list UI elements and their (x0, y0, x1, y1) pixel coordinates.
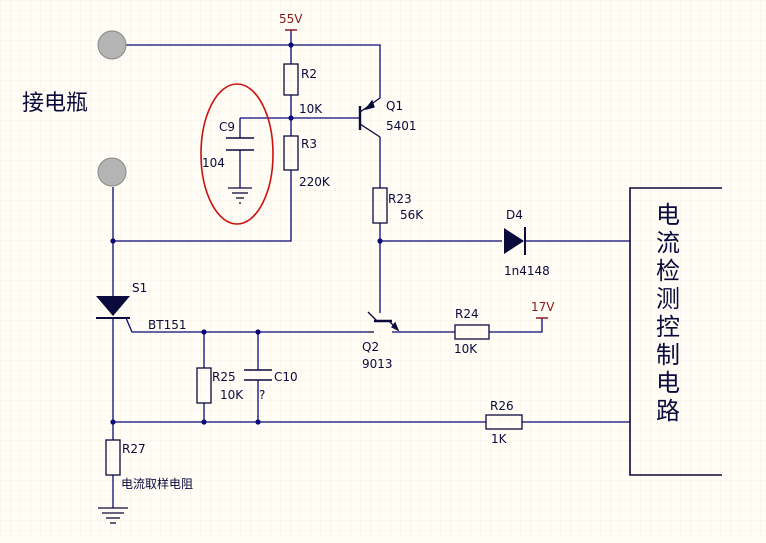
svg-text:路: 路 (656, 397, 680, 425)
svg-text:制: 制 (656, 341, 680, 369)
svg-text:流: 流 (656, 229, 680, 257)
r26-value: 1K (491, 432, 508, 446)
wire-gate (125, 317, 368, 333)
battery-terminal-negative (97, 157, 127, 187)
r3-value: 220K (299, 175, 331, 189)
control-circuit-label: 电 流 检 测 控 制 电 路 (656, 201, 680, 425)
wires (112, 30, 630, 508)
svg-text:电: 电 (656, 369, 680, 397)
supply-55v-symbol: 55V (279, 12, 303, 31)
supply-17v-symbol: 17V (531, 300, 555, 319)
r2-name: R2 (301, 67, 317, 81)
battery-label: 接电瓶 (22, 91, 88, 116)
q1-name: Q1 (386, 99, 403, 113)
scr-s1 (96, 280, 130, 319)
capacitor-c10 (244, 369, 272, 381)
resistor-r27 (105, 439, 121, 476)
diode-d4 (504, 227, 526, 255)
r27-value: 电流取样电阻 (121, 476, 193, 491)
r2-value: 10K (299, 102, 323, 116)
r24-value: 10K (454, 342, 478, 356)
d4-name: D4 (506, 208, 523, 222)
supply-17v-label: 17V (531, 300, 555, 314)
battery-terminal-positive (97, 30, 127, 60)
ground-r27 (98, 507, 128, 524)
transistor-q1 (358, 97, 381, 138)
r3-name: R3 (301, 137, 317, 151)
transistor-q2 (367, 311, 400, 333)
supply-55v-label: 55V (279, 12, 303, 26)
q2-name: Q2 (362, 340, 379, 354)
c10-name: C10 (274, 370, 298, 384)
resistor-r25 (196, 367, 212, 404)
r27-name: R27 (122, 442, 146, 456)
c9-name: C9 (219, 120, 235, 134)
c9-value: 104 (202, 156, 225, 170)
wire-top-rail (126, 44, 381, 98)
r26-name: R26 (490, 399, 514, 413)
svg-text:测: 测 (656, 285, 680, 313)
wire-r3-down (113, 170, 292, 242)
r23-value: 56K (400, 208, 424, 222)
r25-name: R25 (212, 370, 236, 384)
q1-value: 5401 (386, 119, 417, 133)
d4-value: 1n4148 (504, 264, 550, 278)
r25-value: 10K (220, 388, 244, 402)
ground-c9 (228, 187, 252, 204)
resistor-r3 (283, 135, 299, 171)
q2-value: 9013 (362, 357, 393, 371)
junctions (110, 42, 383, 425)
highlight-ellipse (200, 83, 274, 225)
s1-name: S1 (132, 281, 147, 295)
resistor-r26 (485, 414, 523, 430)
r23-name: R23 (388, 192, 412, 206)
resistor-r24 (454, 324, 490, 340)
c10-value: ? (259, 388, 265, 402)
svg-text:检: 检 (656, 257, 680, 285)
svg-text:控: 控 (656, 313, 680, 341)
capacitor-c9 (226, 137, 254, 151)
control-circuit-box (629, 187, 722, 476)
s1-value: BT151 (148, 318, 186, 332)
svg-text:电: 电 (656, 201, 680, 229)
r24-name: R24 (455, 307, 479, 321)
wire-r24-17v (489, 318, 543, 333)
resistor-r23 (372, 187, 388, 224)
resistor-r2 (283, 63, 299, 96)
